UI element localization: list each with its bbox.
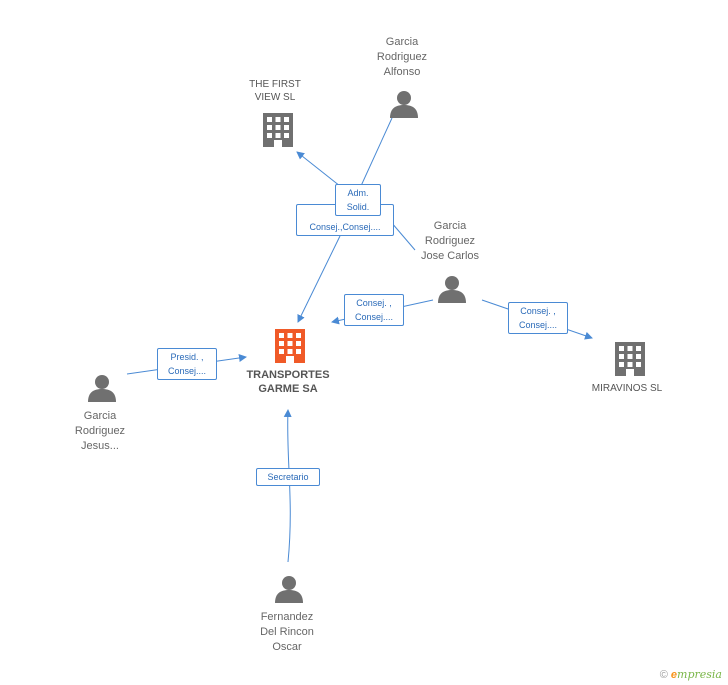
building-icon-miravinos[interactable] [615, 342, 645, 376]
brand-e: e [670, 669, 678, 681]
person-icon-oscar[interactable] [275, 576, 303, 603]
company-label-miravinos[interactable]: MIRAVINOS SL [591, 383, 663, 394]
person-label-oscar[interactable]: Fernandez Del Rincon Oscar [260, 611, 314, 653]
building-icon-first-view[interactable] [263, 113, 293, 147]
edge-label-secretario[interactable]: Secretario [256, 468, 320, 486]
person-icon-alfonso[interactable] [390, 91, 418, 118]
person-label-jose-carlos[interactable]: Garcia Rodriguez Jose Carlos [420, 220, 480, 262]
person-label-jesus[interactable]: Garcia Rodriguez Jesus... [74, 410, 126, 452]
edge-vice-to-center [297, 235, 341, 323]
edge-oscar-to-center [283, 409, 292, 563]
company-label-first-view[interactable]: THE FIRST VIEW SL [249, 79, 301, 103]
person-icon-jesus[interactable] [88, 375, 116, 402]
brand-name: mpresia [677, 668, 722, 681]
edge-label-consej-miravinos[interactable]: Consej. , Consej.... [508, 302, 568, 334]
edge-label-vice[interactable]: Vice Consej.,Consej.... [296, 204, 394, 236]
footer-brand: © empresia [660, 668, 722, 681]
person-label-alfonso[interactable]: Garcia Rodriguez Alfonso [376, 36, 428, 78]
edge-label-consej-center[interactable]: Consej. , Consej.... [344, 294, 404, 326]
edge-label-adm[interactable]: Adm. Solid. [335, 184, 381, 216]
edge-label-presid[interactable]: Presid. , Consej.... [157, 348, 217, 380]
building-icon-center[interactable] [275, 329, 305, 363]
person-icon-jose-carlos[interactable] [438, 276, 466, 303]
edge-to-first-view [296, 151, 346, 191]
copyright-icon: © [659, 669, 668, 681]
center-company-label[interactable]: TRANSPORTES GARME SA [246, 369, 330, 395]
